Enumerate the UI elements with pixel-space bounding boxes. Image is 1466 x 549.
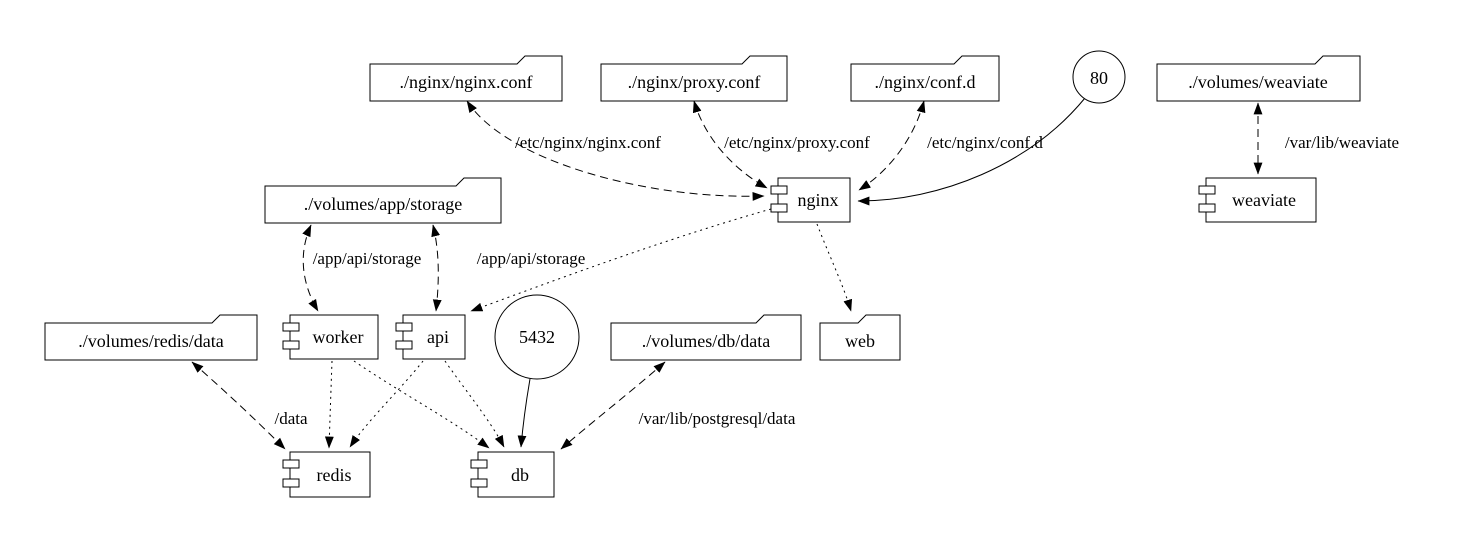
node-layer: ./nginx/nginx.conf ./nginx/proxy.conf ./…	[44, 50, 1361, 498]
component-tab-icon	[1198, 185, 1216, 195]
edge-api-db	[444, 360, 505, 448]
edge-label-db-mount: /var/lib/postgresql/data	[639, 409, 796, 428]
node-weaviate: weaviate	[1198, 177, 1317, 223]
node-volumes-redis-data: ./volumes/redis/data	[44, 314, 258, 361]
folder-icon	[369, 55, 563, 102]
edge-worker-db	[353, 360, 490, 449]
folder-icon	[610, 314, 802, 361]
node-label: weaviate	[1232, 190, 1296, 210]
component-tab-icon	[282, 322, 300, 332]
node-conf-d-dir: ./nginx/conf.d	[850, 55, 1000, 102]
edge-label-conf-d-mount: /etc/nginx/conf.d	[927, 133, 1043, 152]
component-body	[477, 451, 555, 498]
edge-label-storage-worker-mount: /app/api/storage	[313, 249, 422, 268]
folder-icon	[264, 177, 502, 224]
node-nginx-conf-file: ./nginx/nginx.conf	[369, 55, 563, 102]
edge-port5432-db	[517, 378, 531, 448]
component-body	[777, 177, 851, 223]
component-body	[1205, 177, 1317, 223]
component-body	[289, 451, 371, 498]
port-circle-icon	[494, 294, 580, 380]
edge-label-layer: /etc/nginx/nginx.conf /etc/nginx/proxy.c…	[274, 133, 1399, 428]
node-label: ./nginx/proxy.conf	[628, 72, 761, 92]
component-tab-icon	[770, 203, 788, 213]
edge-proxyconf-nginx	[692, 100, 768, 189]
component-tab-icon	[470, 459, 488, 469]
node-proxy-conf-file: ./nginx/proxy.conf	[600, 55, 788, 102]
node-label: worker	[313, 327, 364, 347]
node-label: ./volumes/redis/data	[78, 331, 223, 351]
node-label: web	[845, 331, 875, 351]
edge-storage-worker	[302, 224, 319, 312]
folder-icon	[1156, 55, 1361, 102]
edge-worker-redis	[324, 360, 334, 449]
component-tab-icon	[470, 478, 488, 488]
node-label: ./volumes/weaviate	[1188, 72, 1327, 92]
edge-layer	[191, 97, 1263, 450]
edge-label-nginx-conf-mount: /etc/nginx/nginx.conf	[515, 133, 661, 152]
node-port-80: 80	[1072, 50, 1126, 104]
edge-dbdata-db	[560, 361, 666, 450]
node-volumes-app-storage: ./volumes/app/storage	[264, 177, 502, 224]
component-tab-icon	[770, 185, 788, 195]
edge-label-proxy-conf-mount: /etc/nginx/proxy.conf	[724, 133, 870, 152]
edge-nginx-web	[816, 223, 853, 312]
node-redis: redis	[282, 451, 371, 498]
folder-icon	[44, 314, 258, 361]
port-circle-icon	[1072, 50, 1126, 104]
component-tab-icon	[282, 340, 300, 350]
folder-icon	[850, 55, 1000, 102]
node-label: ./nginx/conf.d	[875, 72, 976, 92]
node-nginx: nginx	[770, 177, 851, 223]
component-tab-icon	[1198, 203, 1216, 213]
node-label: db	[511, 465, 529, 485]
edge-api-redis	[349, 360, 424, 448]
node-db: db	[470, 451, 555, 498]
node-label: ./volumes/db/data	[642, 331, 770, 351]
edge-redisdata-redis	[191, 361, 286, 450]
node-label: 5432	[519, 327, 555, 347]
node-label: ./nginx/nginx.conf	[400, 72, 533, 92]
node-label: nginx	[797, 190, 838, 210]
node-web: web	[819, 314, 901, 361]
component-tab-icon	[395, 322, 413, 332]
edge-confd-nginx	[858, 100, 926, 191]
edge-label-weaviate-mount: /var/lib/weaviate	[1285, 133, 1399, 152]
node-label: ./volumes/app/storage	[304, 194, 462, 214]
edge-port80-nginx	[857, 97, 1086, 206]
node-port-5432: 5432	[494, 294, 580, 380]
edge-nginxconf-nginx	[466, 100, 765, 201]
component-tab-icon	[282, 478, 300, 488]
node-label: 80	[1090, 68, 1108, 88]
edge-label-redis-mount: /data	[274, 409, 307, 428]
component-tab-icon	[395, 340, 413, 350]
node-volumes-weaviate: ./volumes/weaviate	[1156, 55, 1361, 102]
folder-icon	[600, 55, 788, 102]
edge-label-storage-api-mount: /app/api/storage	[477, 249, 586, 268]
node-label: redis	[317, 465, 352, 485]
component-tab-icon	[282, 459, 300, 469]
node-worker: worker	[282, 314, 379, 360]
folder-icon	[819, 314, 901, 361]
node-label: api	[427, 327, 449, 347]
edge-storage-api	[431, 224, 442, 312]
node-volumes-db-data: ./volumes/db/data	[610, 314, 802, 361]
component-body	[289, 314, 379, 360]
component-body	[402, 314, 466, 360]
node-api: api	[395, 314, 466, 360]
